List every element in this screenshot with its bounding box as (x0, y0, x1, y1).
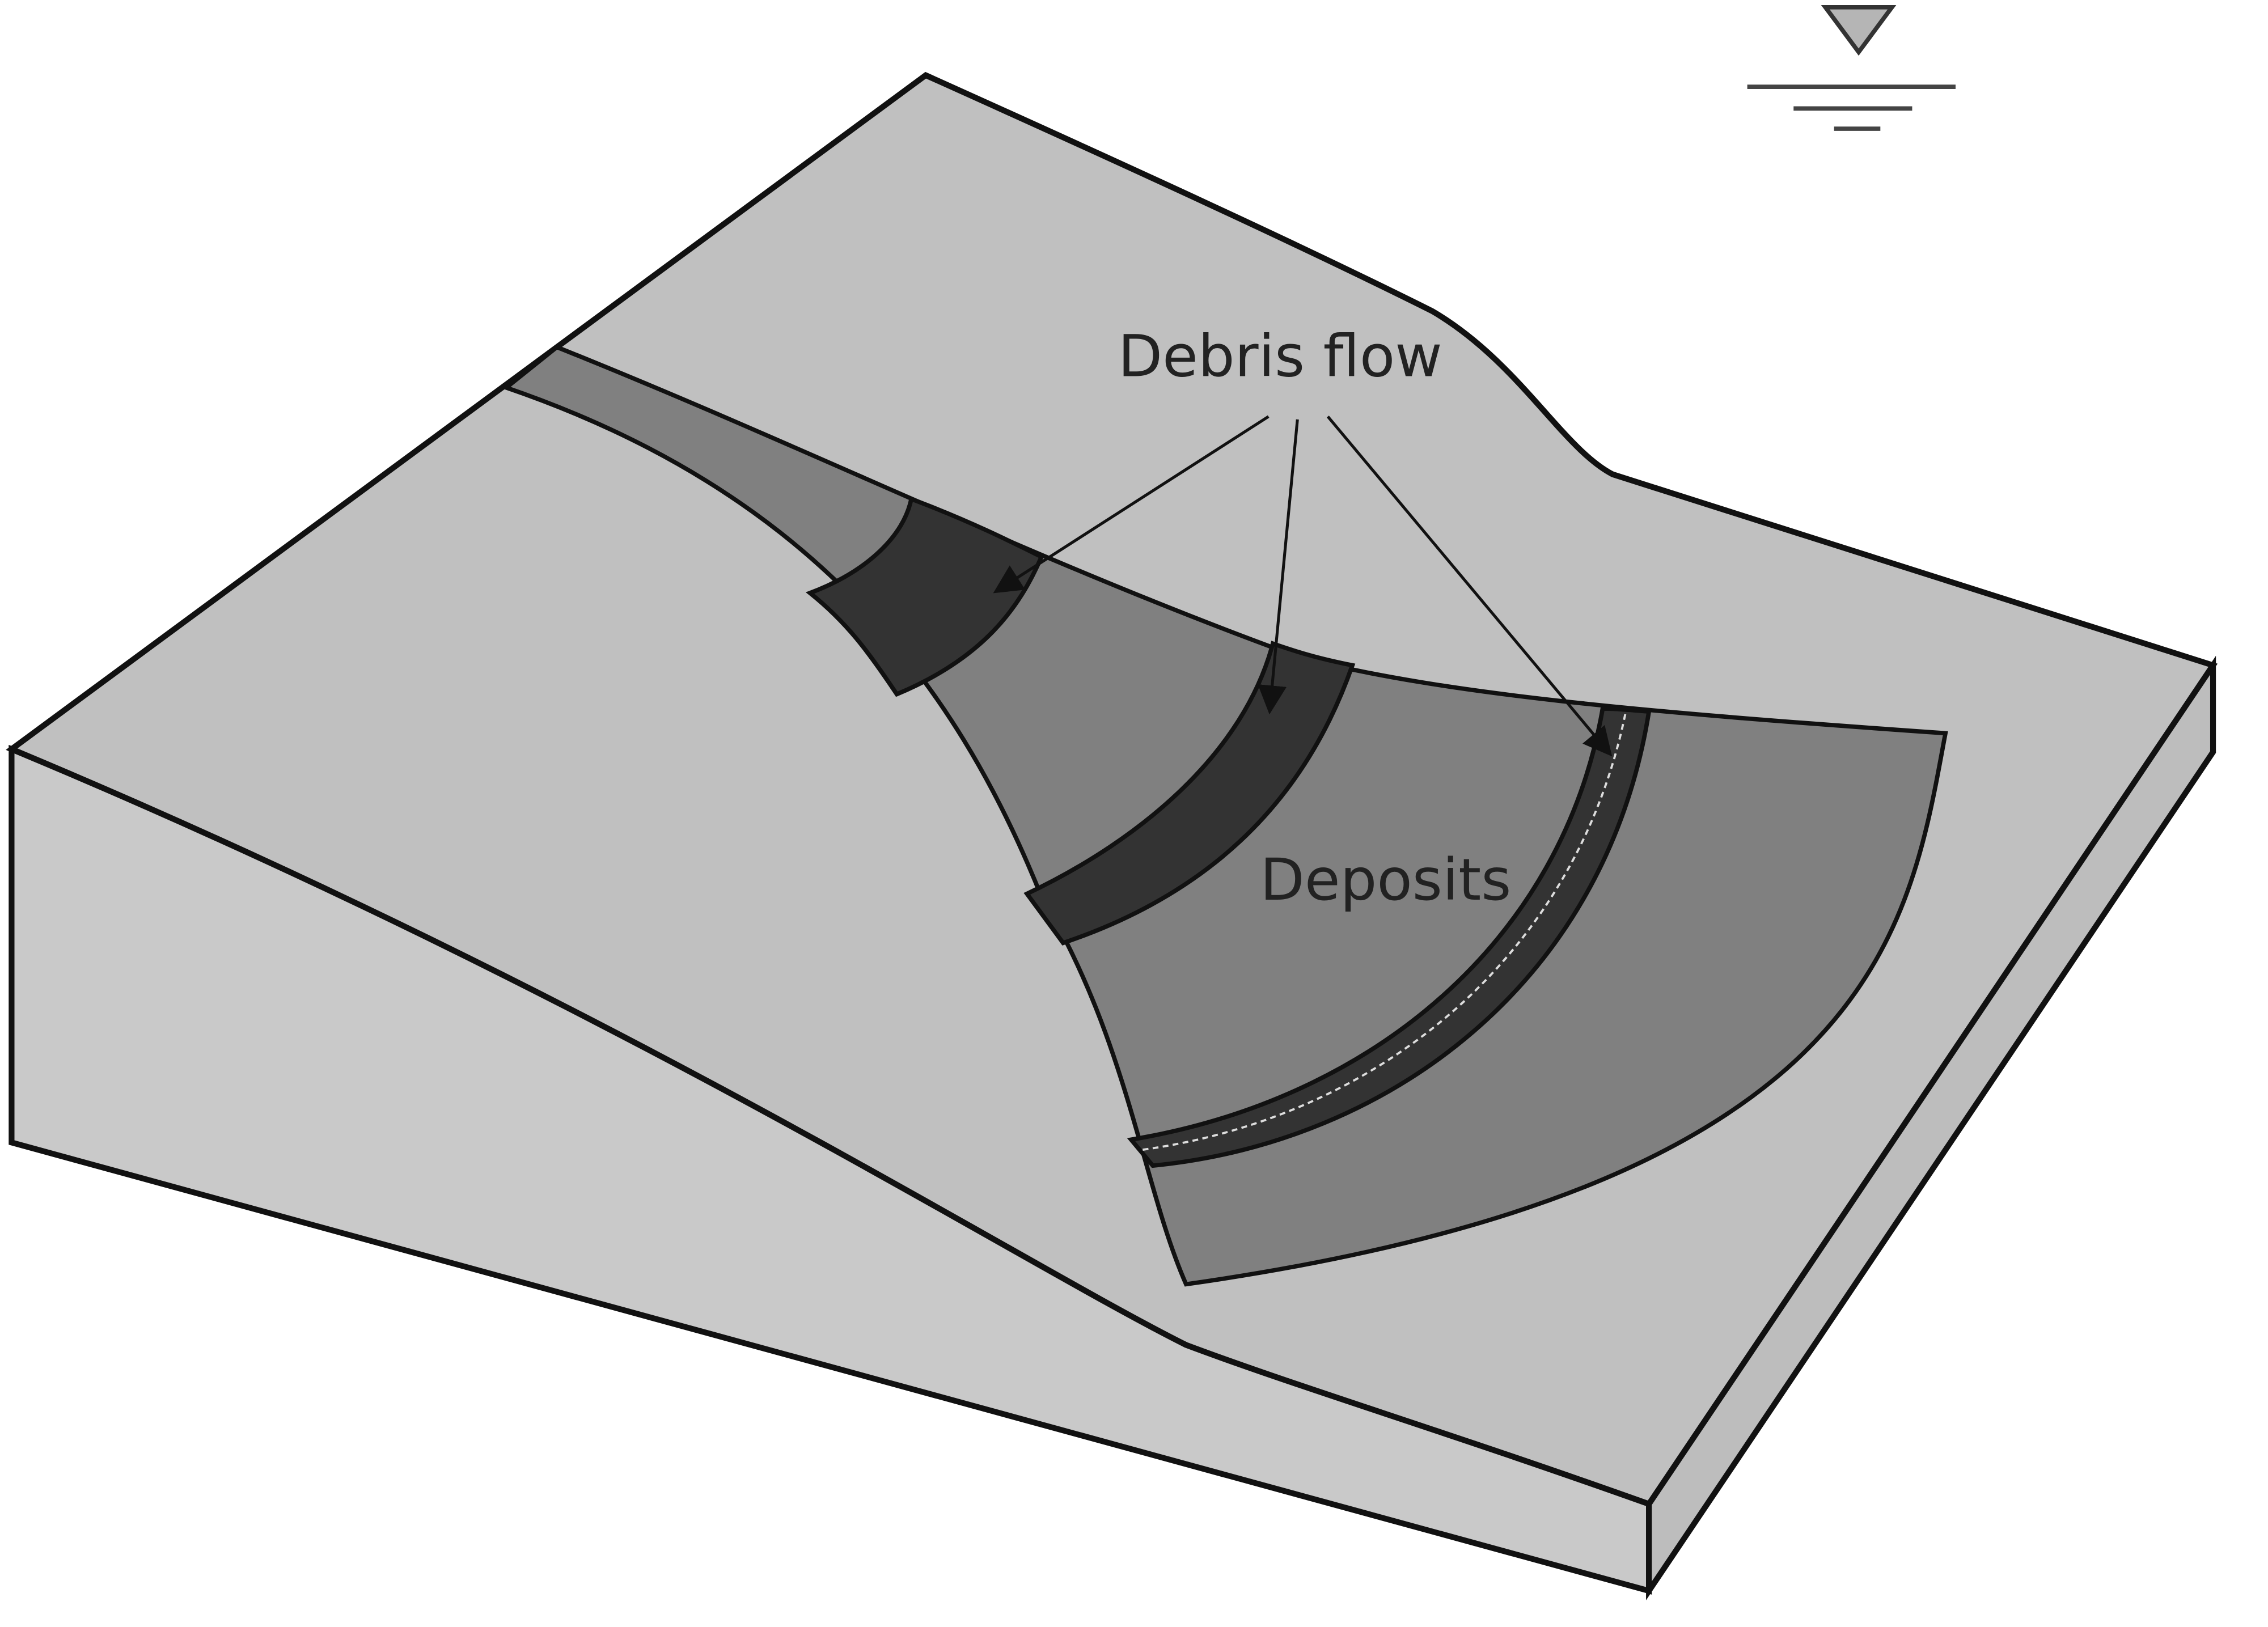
arrow-to-band-1 (993, 415, 1270, 594)
water-table-icon (1747, 5, 1956, 131)
debris-flow-band-2 (1023, 641, 1356, 946)
label-debris-flow: Debris flow (1118, 323, 1442, 390)
band-highlight (1143, 711, 1627, 1151)
slope-front-face (9, 744, 1652, 1595)
slope-right-face (1646, 655, 2216, 1600)
label-deposits: Deposits (1260, 846, 1511, 914)
arrow-to-band-3 (1326, 416, 1613, 757)
arrow-to-band-2 (1258, 419, 1299, 715)
debris-flow-band-1 (805, 495, 1044, 697)
